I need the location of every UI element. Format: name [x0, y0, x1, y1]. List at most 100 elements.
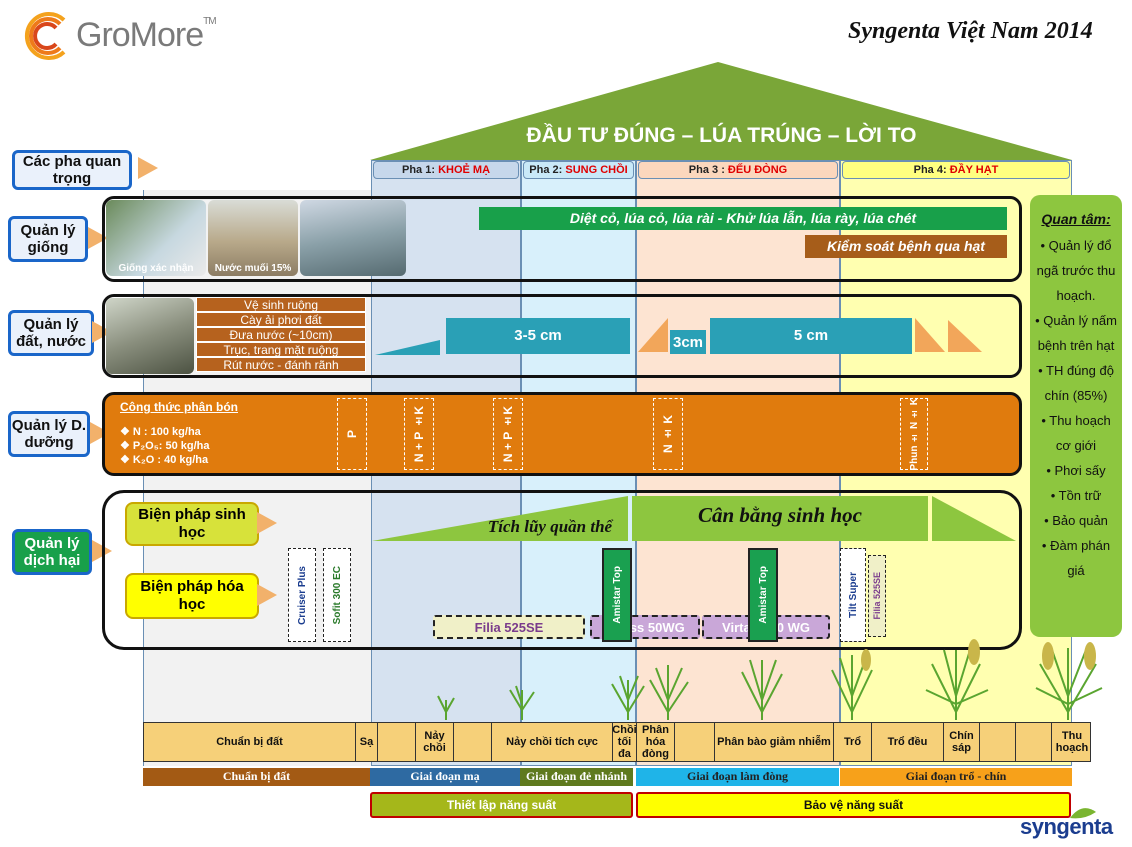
tl-meiosis: Phân bào giảm nhiễm [715, 723, 834, 761]
fert-app-3: N + P ±K [493, 398, 523, 470]
seed-photo-certified: Giống xác nhận [106, 200, 206, 276]
roof-title: ĐẦU TƯ ĐÚNG – LÚA TRÚNG – LỜI TO [526, 124, 917, 147]
chem-measure-arrow [257, 584, 277, 606]
gromore-swirl-icon [24, 12, 66, 60]
tl-active-tillering: Nảy chồi tích cực [492, 723, 613, 761]
seed-photo-caption-2: Nước muối 15% [214, 263, 292, 274]
soil-row-5: Rút nước - đánh rãnh [196, 357, 366, 372]
plant-heading [831, 655, 873, 720]
grain-mature-2 [1084, 642, 1096, 670]
nutrition-band [102, 392, 1022, 476]
fert-app-1: P [337, 398, 367, 470]
phase-header-1: Pha 1: KHOẺ MẠ [373, 161, 519, 179]
plant-tiller-1 [509, 685, 535, 720]
rice-growth-plants [437, 639, 1103, 720]
concern-item-3: • TH đúng độ chín (85%) [1038, 363, 1114, 403]
tl-heading: Trổ [834, 723, 872, 761]
tl-land-prep: Chuẩn bị đất [144, 723, 356, 761]
soil-row-2: Cày ải phơi đất [196, 312, 366, 327]
fert-app-4: N ± K [653, 398, 683, 470]
balance-rect [632, 496, 928, 541]
stage-seedling: Giai đoạn mạ [370, 768, 520, 786]
seed-photo-field [300, 200, 406, 276]
concern-title: Quan tâm: [1041, 211, 1111, 227]
product-amistar-top-2: Amistar Top [748, 548, 778, 642]
fert-app-5: Phun ± N ± K [900, 398, 928, 470]
water-level-shapes [375, 318, 982, 355]
tag-pest: Quản lý dịch hại [12, 529, 92, 575]
product-sofit: Sofit 300 EC [323, 548, 351, 642]
product-filia-1: Filia 525SE [433, 615, 585, 639]
tl-tillering: Nảy chồi [416, 723, 454, 761]
seed-photo-caption-1: Giống xác nhận [118, 263, 194, 274]
stage-tillering: Giai đoạn đẻ nhánh [520, 768, 633, 786]
syngenta-leaf-icon [1070, 808, 1096, 819]
decline-ramp [932, 496, 1016, 541]
product-cruiser-plus: Cruiser Plus [288, 548, 316, 642]
tag-phases-arrow [138, 157, 158, 179]
concern-item-8: • Đàm phán giá [1041, 538, 1111, 578]
pest-band [102, 490, 1022, 650]
fert-k: ❖ K₂O : 40 kg/ha [120, 454, 209, 466]
water-drain-1 [638, 318, 668, 352]
bio-balance-shapes [372, 496, 1016, 541]
water-drain-3 [948, 320, 982, 352]
product-tilt-super: Tilt Super [840, 548, 866, 642]
balance-label: Cân bằng sinh học [698, 503, 862, 527]
stage-booting: Giai đoạn làm đòng [636, 768, 839, 786]
stage-ripening: Giai đoạn trổ - chín [840, 768, 1072, 786]
water-level-2: 3cm [670, 330, 706, 354]
concern-item-5: • Phơi sấy [1046, 463, 1106, 478]
product-filia-2: Filia 525SE [868, 555, 886, 637]
roof-shape [370, 62, 1072, 160]
tag-seed: Quản lý giống [8, 216, 88, 262]
tl-sowing: Sạ [356, 723, 378, 761]
chem-measure: Biện pháp hóa học [125, 573, 259, 619]
concern-item-7: • Bảo quản [1044, 513, 1108, 528]
tl-full-heading: Trổ đều [872, 723, 944, 761]
tl-harvest: Thu hoạch [1055, 730, 1089, 754]
tl-max-tillering: Chồi tối đa [612, 723, 637, 761]
plant-panicle-init [649, 665, 689, 720]
accumulate-ramp [372, 496, 628, 541]
concern-panel: Quan tâm: • Quản lý đổ ngã trước thu hoạ… [1030, 195, 1122, 637]
grain-flowering [968, 639, 980, 665]
syngenta-logo: syngenta [1020, 814, 1113, 839]
tl-blank-2 [454, 723, 492, 761]
seed-disease-bar: Kiểm soát bệnh qua hạt [805, 235, 1007, 258]
growth-timeline: Chuẩn bị đất Sạ Nảy chồi Nảy chồi tích c… [143, 722, 1091, 762]
soil-row-1: Vệ sinh ruộng [196, 297, 366, 312]
product-amistar-top-1: Amistar Top [602, 548, 632, 642]
water-level-3: 5 cm [710, 318, 912, 354]
yield-establish: Thiết lập năng suất [370, 792, 633, 818]
tl-blank-3 [675, 723, 715, 761]
water-ramp-1 [375, 340, 440, 355]
phase-header-4: Pha 4: ĐẦY HẠT [842, 161, 1070, 179]
phase-header-2: Pha 2: SUNG CHỒI [523, 161, 634, 179]
soil-photo [106, 298, 194, 374]
water-level-1: 3-5 cm [446, 318, 630, 354]
plant-seedling [437, 695, 455, 720]
tl-blank-5 [1016, 723, 1052, 761]
plant-booting [741, 659, 783, 720]
accumulate-label: Tích lũy quần thể [487, 517, 613, 536]
fert-app-2: N + P ±K [404, 398, 434, 470]
fert-p: ❖ P₂O₅: 50 kg/ha [120, 440, 210, 452]
tl-blank-4 [980, 723, 1016, 761]
concern-item-1: • Quản lý đổ ngã trước thu hoạch. [1036, 238, 1116, 303]
concern-item-2: • Quản lý nấm bệnh trên hạt [1035, 313, 1117, 353]
tag-soil: Quản lý đất, nước [8, 310, 94, 356]
plant-flowering [925, 649, 989, 720]
prep-column [143, 190, 371, 766]
tl-dough: Chín sáp [944, 723, 980, 761]
soil-band [102, 294, 1022, 378]
yield-protect: Bảo vệ năng suất [636, 792, 1071, 818]
brand-title: Syngenta Việt Nam 2014 [848, 18, 1093, 44]
concern-item-6: • Tồn trữ [1050, 488, 1102, 503]
plant-mature [1035, 648, 1103, 720]
bio-measure-arrow [257, 512, 277, 534]
grain-heading [861, 649, 871, 671]
concern-item-4: • Thu hoạch cơ giới [1041, 413, 1111, 453]
soil-row-4: Trục, trang mặt ruộng [196, 342, 366, 357]
bio-measure: Biện pháp sinh học [125, 502, 259, 546]
